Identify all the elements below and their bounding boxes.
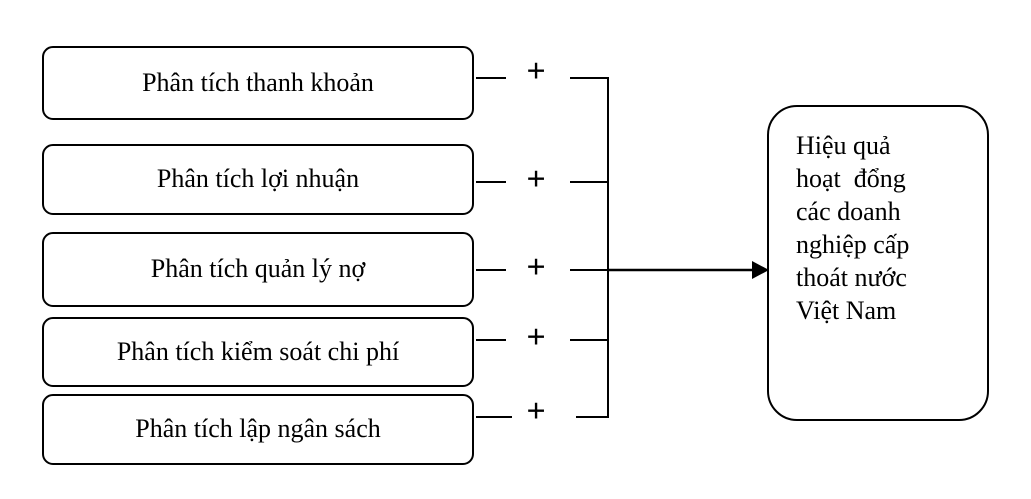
- result-box-line: các doanh: [796, 197, 901, 226]
- source-box-loi-nhuan: Phân tích lợi nhuận: [42, 144, 474, 215]
- result-box-line: Hiệu quả: [796, 131, 891, 160]
- source-box-quan-ly-no: Phân tích quản lý nợ: [42, 232, 474, 307]
- source-box-label: Phân tích kiểm soát chi phí: [116, 336, 400, 366]
- arrow-connector: [608, 261, 769, 279]
- arrowhead-icon: [752, 261, 769, 279]
- source-box-lap-ngan-sach: Phân tích lập ngân sách: [42, 394, 474, 465]
- source-box-label: Phân tích lập ngân sách: [135, 414, 381, 444]
- result-box: Hiệu quả hoạt đổng các doanh nghiệp cấp …: [767, 105, 989, 421]
- plus-operator: +: [526, 53, 546, 90]
- plus-operator: +: [526, 161, 546, 198]
- result-box-line: nghiệp cấp: [796, 230, 910, 259]
- result-box-line: Việt Nam: [796, 296, 897, 325]
- result-box-line: hoạt đổng: [796, 164, 906, 193]
- result-box-line: thoát nước: [796, 263, 907, 292]
- plus-operator: +: [526, 393, 546, 430]
- plus-operator: +: [526, 249, 546, 286]
- source-box-kiem-soat-chi-phi: Phân tích kiểm soát chi phí: [42, 317, 474, 387]
- source-box-label: Phân tích lợi nhuận: [156, 164, 360, 194]
- plus-operator: +: [526, 319, 546, 356]
- source-box-thanh-khoan: Phân tích thanh khoản: [42, 46, 474, 120]
- source-box-label: Phân tích quản lý nợ: [150, 254, 366, 284]
- source-box-label: Phân tích thanh khoản: [142, 67, 374, 97]
